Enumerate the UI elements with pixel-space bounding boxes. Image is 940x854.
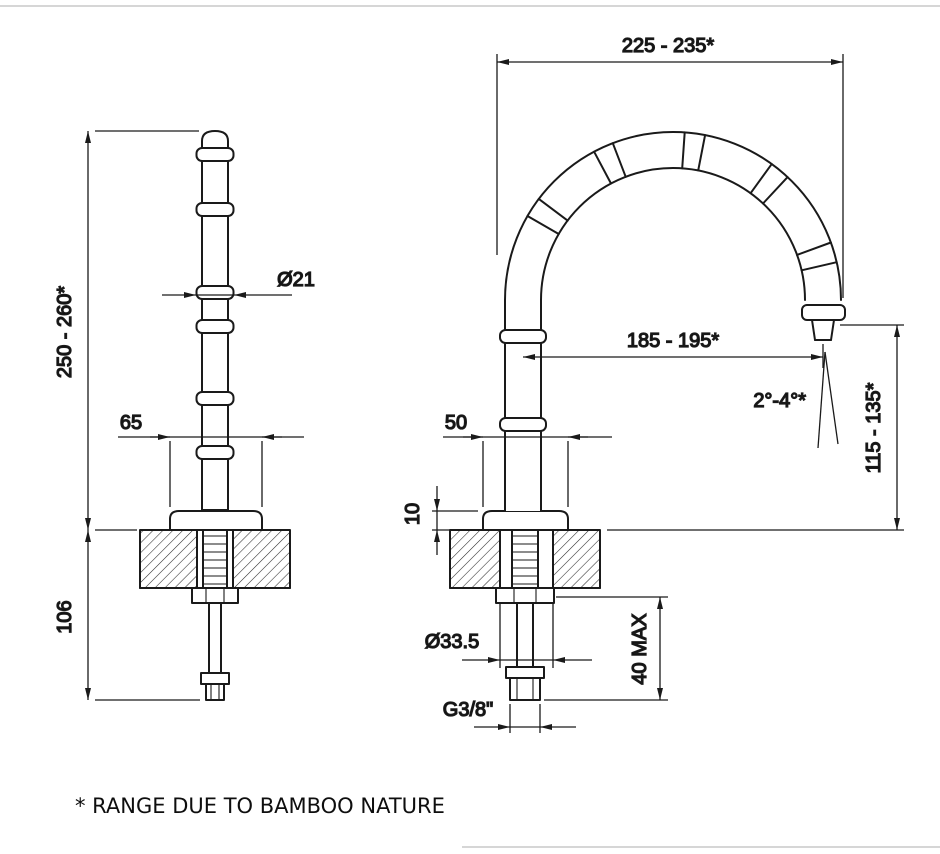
dim-front-height: 250 - 260* <box>53 130 199 531</box>
front-view <box>139 130 291 701</box>
dimensions: 225 - 235* 250 - 260* 106 Ø21 65 <box>53 34 904 733</box>
dim-flange-height-label: 10 <box>402 503 424 525</box>
front-mounting-hardware <box>191 529 239 701</box>
dim-connection-thread-label: G3/8" <box>443 699 493 721</box>
front-base-flange <box>169 510 263 531</box>
front-connector-band <box>200 672 230 685</box>
dim-front-flange-width-label: 65 <box>120 412 142 434</box>
spout-inner-curve <box>540 167 806 301</box>
front-connector-end <box>205 683 225 701</box>
side-mounting-hardware <box>495 529 555 701</box>
dim-spout-reach-label: 185 - 195* <box>627 330 720 352</box>
front-locknut <box>191 587 239 604</box>
dim-outlet-angle-label: 2°-4°* <box>753 390 806 412</box>
dim-outlet-height: 115 - 135* <box>607 324 904 531</box>
front-supply-tube <box>208 602 222 674</box>
spout-outer-curve <box>504 131 842 301</box>
side-shank-threads <box>512 535 538 585</box>
dim-under-counter-label: 106 <box>54 600 76 633</box>
dim-max-deck-thickness: 40 MAX <box>544 596 668 701</box>
side-bamboo-nodes <box>526 131 838 272</box>
spout-end-node <box>801 304 846 321</box>
dim-hole-diameter-label: Ø33.5 <box>425 631 479 653</box>
front-spout-body <box>195 130 235 511</box>
dim-spout-diameter: Ø21 <box>162 268 316 298</box>
dim-outlet-height-label: 115 - 135* <box>863 382 885 473</box>
side-spout-body <box>499 131 846 512</box>
side-base-flange <box>482 510 569 531</box>
dim-front-flange-width: 65 <box>118 411 304 507</box>
dim-overall-depth: 225 - 235* <box>496 34 844 298</box>
front-countertop <box>139 529 291 589</box>
side-view <box>449 131 846 701</box>
dim-connection-thread: G3/8" <box>442 698 576 733</box>
dim-side-flange-depth-label: 50 <box>445 412 467 434</box>
side-supply-tube <box>516 602 534 668</box>
side-connector-end <box>509 677 541 701</box>
dim-outlet-angle: 2°-4°* <box>753 351 839 449</box>
footnote: * RANGE DUE TO BAMBOO NATURE <box>75 794 445 818</box>
dim-hole-diameter: Ø33.5 <box>424 604 592 668</box>
side-locknut <box>495 587 555 604</box>
front-shank-threads <box>203 535 227 585</box>
dim-flange-height: 10 <box>401 486 478 555</box>
spout-outlet-tip <box>811 319 835 341</box>
dim-front-height-label: 250 - 260* <box>54 286 76 379</box>
dim-under-counter-depth: 106 <box>53 530 200 701</box>
side-connector-band <box>505 666 545 679</box>
dim-spout-diameter-label: Ø21 <box>277 269 315 291</box>
dim-max-deck-label: 40 MAX <box>629 613 651 684</box>
front-spout-tip <box>201 130 229 153</box>
dim-overall-depth-label: 225 - 235* <box>622 35 715 57</box>
dim-spout-reach: 185 - 195* <box>523 329 824 368</box>
front-bamboo-nodes <box>195 147 235 460</box>
dim-side-flange-depth: 50 <box>443 411 612 507</box>
